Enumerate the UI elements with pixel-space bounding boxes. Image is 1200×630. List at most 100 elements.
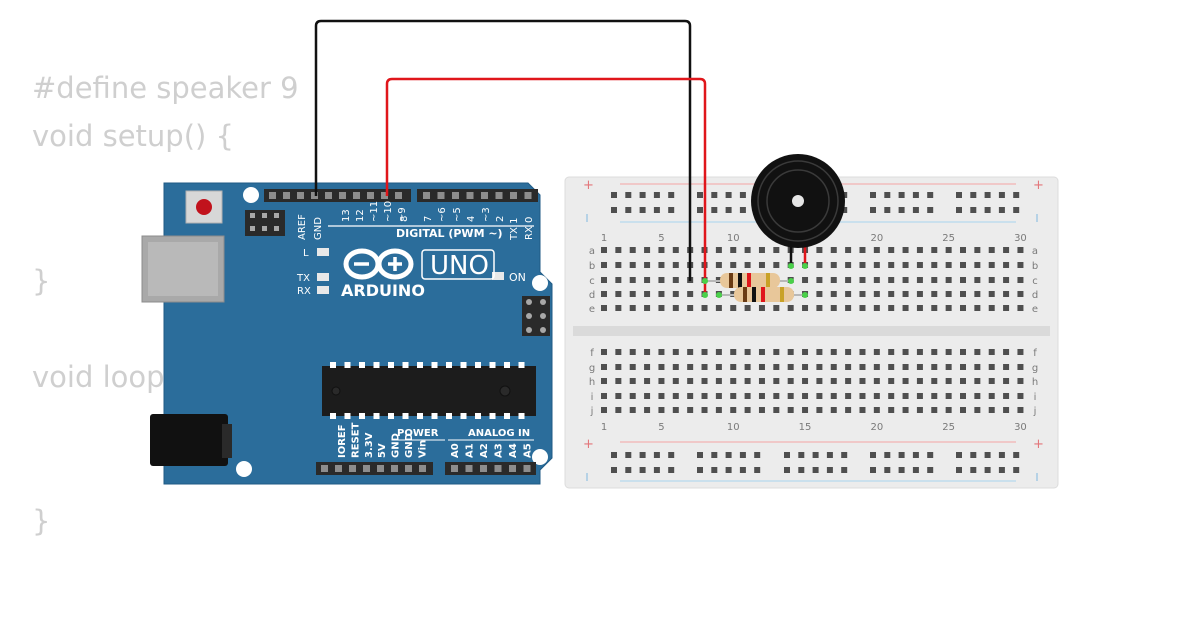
breadboard-hole[interactable] (859, 378, 866, 384)
breadboard-hole[interactable] (644, 291, 651, 297)
gnd-wire[interactable] (314, 19, 692, 281)
breadboard-hole[interactable] (916, 378, 923, 384)
breadboard-hole[interactable] (672, 262, 679, 268)
breadboard-hole[interactable] (888, 305, 895, 311)
breadboard-hole[interactable] (931, 305, 938, 311)
breadboard-hole[interactable] (758, 305, 765, 311)
breadboard-hole[interactable] (744, 393, 751, 399)
rail-hole[interactable] (984, 192, 991, 198)
rail-hole[interactable] (927, 207, 934, 213)
rail-hole[interactable] (884, 467, 891, 473)
header-pin[interactable] (391, 465, 398, 472)
header-pin[interactable] (325, 192, 332, 199)
breadboard-hole[interactable] (931, 247, 938, 253)
rail-hole[interactable] (841, 207, 848, 213)
header-pin[interactable] (367, 192, 374, 199)
breadboard-hole[interactable] (658, 291, 665, 297)
rail-hole[interactable] (784, 452, 790, 458)
breadboard-hole[interactable] (1003, 305, 1010, 311)
rail-hole[interactable] (798, 467, 805, 473)
breadboard-hole[interactable] (1003, 349, 1010, 355)
breadboard-hole[interactable] (1003, 393, 1010, 399)
breadboard[interactable]: + + + + 115510101515202025253030aabbccdd… (564, 176, 1059, 489)
breadboard-hole[interactable] (672, 364, 679, 370)
breadboard-hole[interactable] (859, 262, 866, 268)
breadboard-hole[interactable] (974, 247, 981, 253)
rail-hole[interactable] (970, 207, 977, 213)
breadboard-hole[interactable] (916, 393, 923, 399)
breadboard-hole[interactable] (960, 364, 966, 370)
breadboard-hole[interactable] (687, 305, 694, 311)
breadboard-hole[interactable] (601, 262, 607, 268)
breadboard-hole[interactable] (974, 378, 981, 384)
breadboard-hole[interactable] (629, 262, 636, 268)
breadboard-hole[interactable] (787, 378, 794, 384)
rail-hole[interactable] (668, 467, 675, 473)
breadboard-hole[interactable] (672, 349, 679, 355)
rail-hole[interactable] (870, 452, 876, 458)
breadboard-hole[interactable] (816, 305, 823, 311)
rail-hole[interactable] (898, 467, 905, 473)
breadboard-hole[interactable] (701, 364, 708, 370)
breadboard-hole[interactable] (945, 349, 952, 355)
breadboard-hole[interactable] (816, 407, 823, 413)
breadboard-hole[interactable] (629, 291, 636, 297)
breadboard-hole[interactable] (629, 393, 636, 399)
pin9-wire[interactable] (385, 77, 707, 295)
breadboard-hole[interactable] (629, 364, 636, 370)
breadboard-hole[interactable] (715, 364, 722, 370)
header-pin[interactable] (480, 465, 487, 472)
breadboard-hole[interactable] (658, 305, 665, 311)
breadboard-hole[interactable] (974, 364, 981, 370)
breadboard-hole[interactable] (672, 407, 679, 413)
rail-hole[interactable] (711, 192, 718, 198)
breadboard-hole[interactable] (945, 305, 952, 311)
header-pin[interactable] (451, 465, 458, 472)
piezo-buzzer[interactable] (751, 154, 845, 269)
breadboard-hole[interactable] (945, 247, 952, 253)
breadboard-hole[interactable] (758, 378, 765, 384)
breadboard-hole[interactable] (615, 247, 622, 253)
breadboard-hole[interactable] (916, 262, 923, 268)
rail-hole[interactable] (884, 452, 891, 458)
breadboard-hole[interactable] (988, 247, 995, 253)
rail-hole[interactable] (711, 467, 718, 473)
rail-hole[interactable] (812, 452, 819, 458)
breadboard-hole[interactable] (859, 291, 866, 297)
breadboard-hole[interactable] (902, 364, 909, 370)
breadboard-hole[interactable] (873, 247, 880, 253)
breadboard-hole[interactable] (873, 407, 880, 413)
breadboard-hole[interactable] (715, 393, 722, 399)
breadboard-hole[interactable] (960, 247, 966, 253)
breadboard-hole[interactable] (830, 393, 837, 399)
breadboard-hole[interactable] (730, 349, 737, 355)
breadboard-hole[interactable] (1003, 262, 1010, 268)
rail-hole[interactable] (611, 467, 617, 473)
breadboard-hole[interactable] (773, 305, 780, 311)
breadboard-hole[interactable] (787, 305, 794, 311)
breadboard-hole[interactable] (787, 393, 794, 399)
rail-hole[interactable] (639, 452, 646, 458)
breadboard-hole[interactable] (730, 364, 737, 370)
breadboard-hole[interactable] (715, 378, 722, 384)
rail-hole[interactable] (739, 207, 746, 213)
rail-hole[interactable] (870, 207, 876, 213)
breadboard-hole[interactable] (988, 291, 995, 297)
breadboard-hole[interactable] (916, 291, 923, 297)
breadboard-hole[interactable] (988, 262, 995, 268)
rail-hole[interactable] (826, 452, 833, 458)
rail-hole[interactable] (653, 452, 660, 458)
breadboard-hole[interactable] (960, 378, 966, 384)
breadboard-hole[interactable] (715, 262, 722, 268)
breadboard-hole[interactable] (773, 407, 780, 413)
breadboard-hole[interactable] (730, 262, 737, 268)
rail-hole[interactable] (970, 467, 977, 473)
rail-hole[interactable] (812, 467, 819, 473)
breadboard-hole[interactable] (845, 277, 852, 283)
breadboard-hole[interactable] (644, 262, 651, 268)
breadboard-hole[interactable] (744, 407, 751, 413)
breadboard-hole[interactable] (658, 277, 665, 283)
breadboard-hole[interactable] (888, 247, 895, 253)
header-pin[interactable] (311, 192, 318, 199)
